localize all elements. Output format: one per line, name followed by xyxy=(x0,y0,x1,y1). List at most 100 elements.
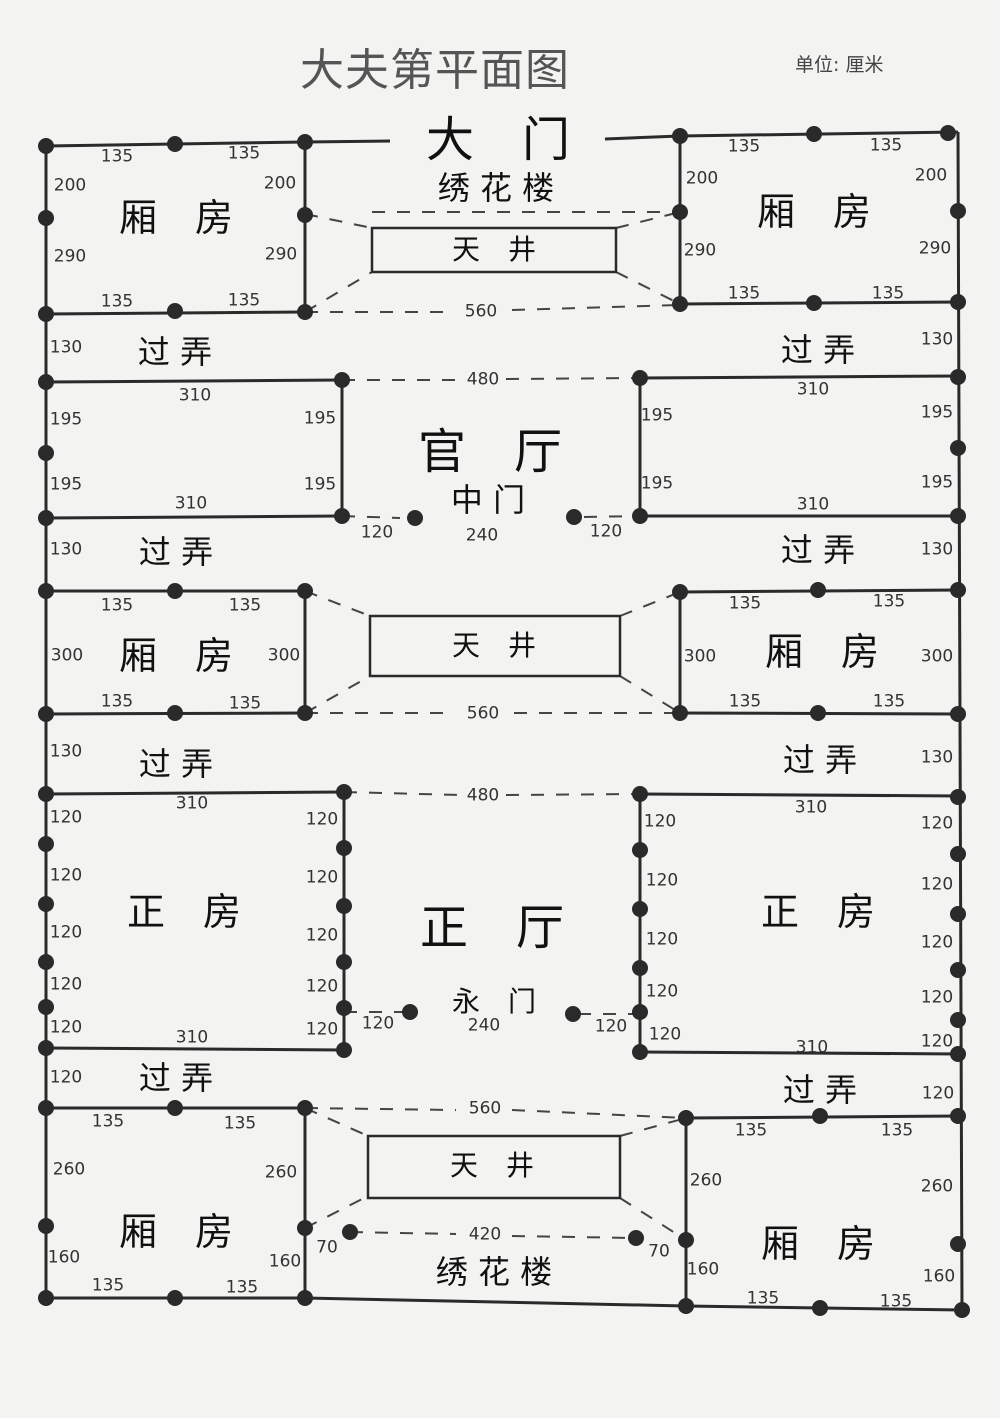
post-marker xyxy=(810,705,826,721)
dimension-label: 135 xyxy=(880,1120,914,1141)
post-marker xyxy=(950,1012,966,1028)
dimension-label: 120 xyxy=(645,981,679,1002)
post-marker xyxy=(297,705,313,721)
post-marker xyxy=(950,789,966,805)
dimension-label: 160 xyxy=(47,1247,81,1268)
guide xyxy=(304,213,373,229)
post-marker xyxy=(672,296,688,312)
dimension-label: 120 xyxy=(49,974,83,995)
dimension-label: 120 xyxy=(305,976,339,997)
dimension-label: 135 xyxy=(869,135,903,156)
dimension-label: 135 xyxy=(100,691,134,712)
wall xyxy=(45,1046,345,1052)
dimension-label: 290 xyxy=(683,240,717,261)
dimension-label: 120 xyxy=(594,1016,628,1037)
dimension-label: 130 xyxy=(49,539,83,560)
guide xyxy=(304,1107,369,1137)
post-marker xyxy=(950,962,966,978)
dimension-label: 120 xyxy=(920,1031,954,1052)
dimension-label: 120 xyxy=(361,1013,395,1034)
dimension-label: 310 xyxy=(794,797,828,818)
room-alley-4-left: 过 弄 xyxy=(138,1059,214,1097)
post-marker xyxy=(950,369,966,385)
dimension-label: 560 xyxy=(466,703,500,724)
courtyard-frames xyxy=(366,226,622,1200)
guide xyxy=(341,515,401,519)
room-main-right: 正 房 xyxy=(760,890,876,934)
post-marker xyxy=(678,1298,694,1314)
room-embroidery-top: 绣 花 楼 xyxy=(437,169,555,207)
guide xyxy=(511,304,681,311)
dimension-label: 120 xyxy=(643,811,677,832)
room-courtyard-2: 天 井 xyxy=(451,629,537,662)
room-main-left: 正 房 xyxy=(126,890,242,934)
dimension-label: 310 xyxy=(178,385,212,406)
post-marker xyxy=(407,510,423,526)
posts xyxy=(38,125,970,1318)
dimension-label: 195 xyxy=(49,474,83,495)
dimension-label: 135 xyxy=(872,691,906,712)
dimension-label: 120 xyxy=(305,925,339,946)
post-marker xyxy=(950,203,966,219)
room-alley-2-left: 过 弄 xyxy=(138,533,214,571)
dimension-label: 420 xyxy=(468,1224,502,1245)
dimension-label: 130 xyxy=(920,329,954,350)
dimension-label: 120 xyxy=(645,929,679,950)
post-marker xyxy=(950,1236,966,1252)
guide xyxy=(304,1107,457,1111)
post-marker xyxy=(167,136,183,152)
wall xyxy=(639,374,959,380)
room-yong-gate: 永 门 xyxy=(451,985,537,1018)
post-marker xyxy=(297,1220,313,1236)
dimension-label: 120 xyxy=(921,1083,955,1104)
post-marker xyxy=(38,374,54,390)
post-marker xyxy=(806,126,822,142)
post-marker xyxy=(167,1290,183,1306)
guide xyxy=(619,591,681,617)
post-marker xyxy=(950,706,966,722)
dimension-label: 130 xyxy=(49,337,83,358)
wall xyxy=(639,792,961,798)
post-marker xyxy=(672,128,688,144)
post-marker xyxy=(297,583,313,599)
dimension-label: 310 xyxy=(796,494,830,515)
dimension-label: 260 xyxy=(920,1176,954,1197)
post-marker xyxy=(38,954,54,970)
dimension-label: 120 xyxy=(49,807,83,828)
guide xyxy=(304,675,371,714)
post-marker xyxy=(632,508,648,524)
dimension-label: 310 xyxy=(795,1037,829,1058)
dimension-label: 120 xyxy=(305,809,339,830)
post-marker xyxy=(38,1100,54,1116)
dimension-label: 135 xyxy=(227,290,261,311)
dimension-label: 240 xyxy=(465,525,499,546)
walls xyxy=(44,130,964,1312)
post-marker xyxy=(38,1290,54,1306)
room-embroidery-bottom: 绣 花 楼 xyxy=(435,1253,553,1291)
dimension-label: 195 xyxy=(303,408,337,429)
dimension-label: 135 xyxy=(734,1120,768,1141)
post-marker xyxy=(628,1230,644,1246)
post-marker xyxy=(632,370,648,386)
post-marker xyxy=(402,1004,418,1020)
post-marker xyxy=(672,204,688,220)
post-marker xyxy=(632,901,648,917)
room-wing-middle-left: 厢 房 xyxy=(118,634,234,678)
guide xyxy=(304,1195,369,1229)
post-marker xyxy=(297,134,313,150)
guide xyxy=(304,271,373,313)
dimension-label: 195 xyxy=(920,402,954,423)
post-marker xyxy=(336,784,352,800)
dimension-label: 200 xyxy=(914,165,948,186)
dimension-label: 195 xyxy=(640,405,674,426)
dimension-label: 135 xyxy=(100,291,134,312)
dimension-label: 290 xyxy=(264,244,298,265)
guide xyxy=(619,1117,687,1137)
dimension-label: 195 xyxy=(303,474,337,495)
post-marker xyxy=(806,295,822,311)
post-marker xyxy=(38,445,54,461)
courtyard-1-frame xyxy=(370,226,618,274)
room-alley-4-right: 过 弄 xyxy=(782,1071,858,1109)
guide xyxy=(511,1109,687,1119)
